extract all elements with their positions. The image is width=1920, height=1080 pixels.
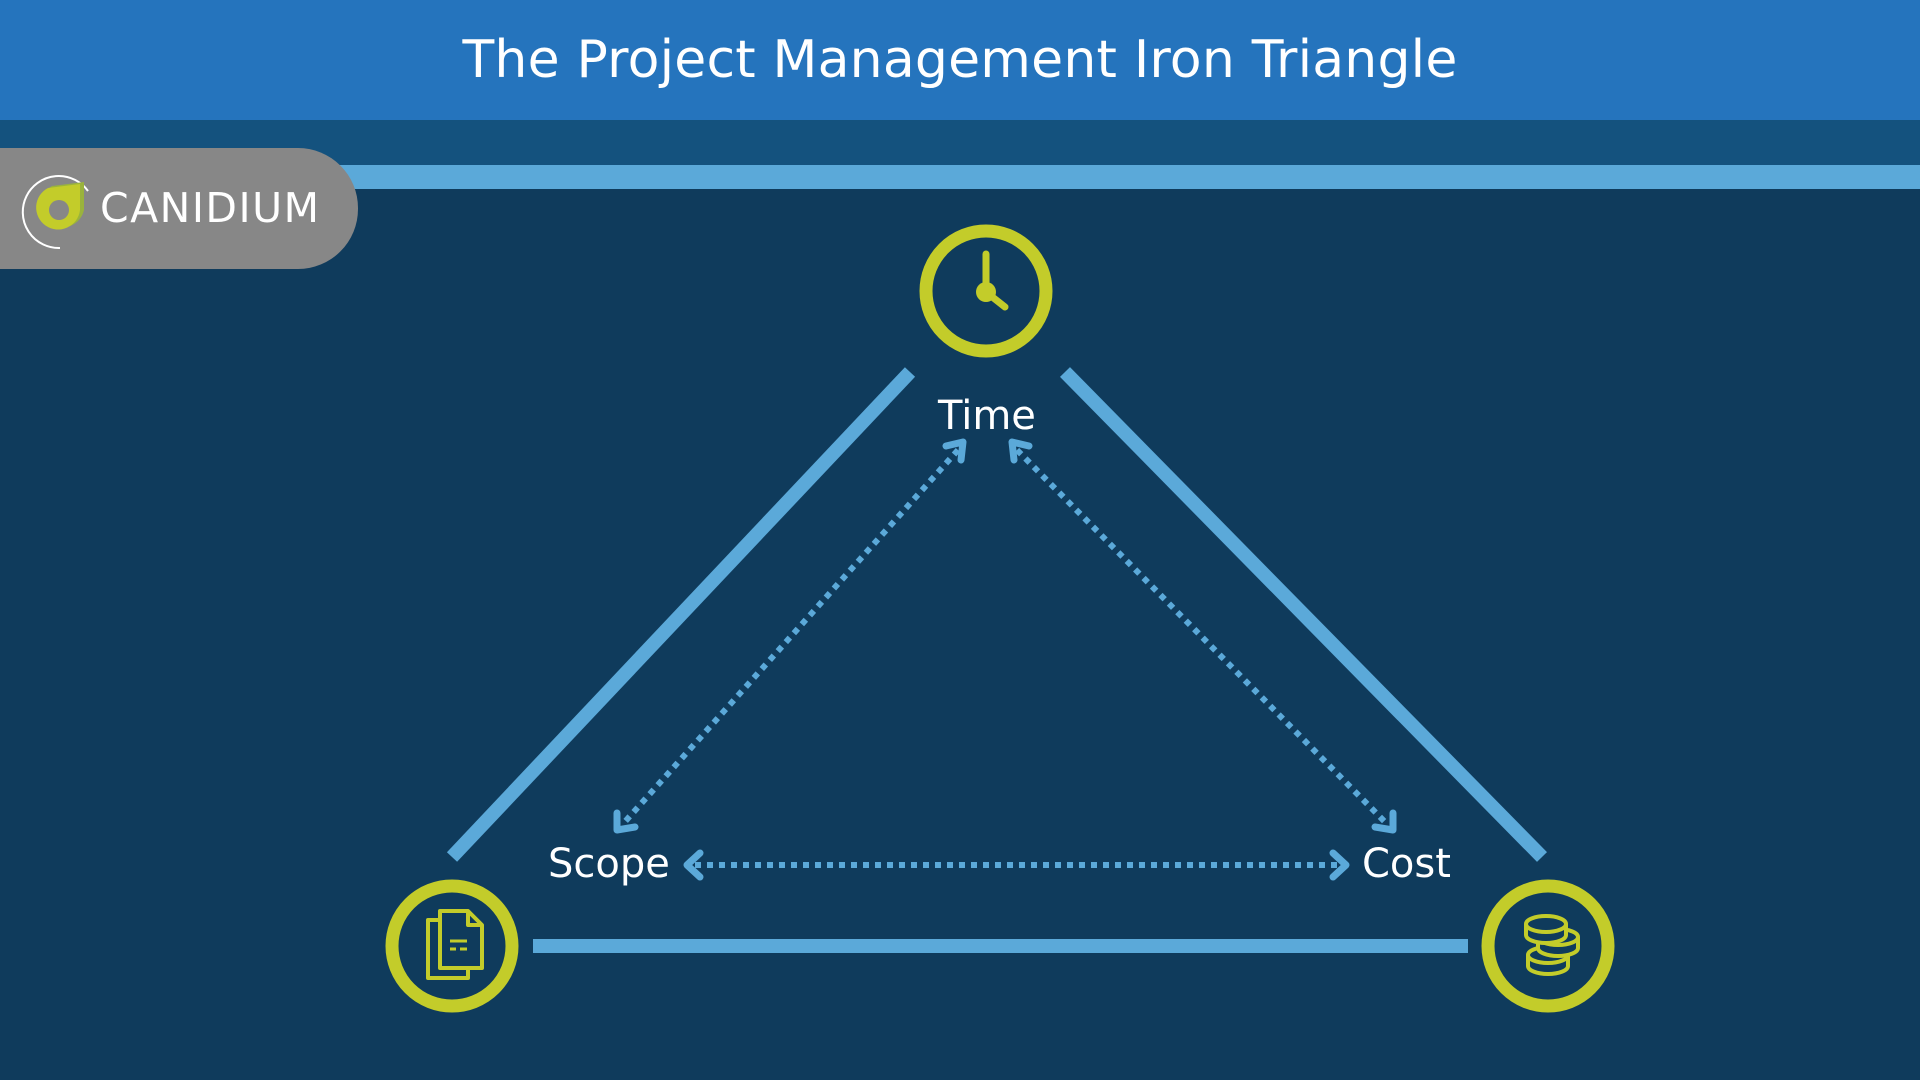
side-time-cost <box>1060 367 1547 862</box>
arrowhead-cost-top <box>1371 809 1397 834</box>
node-label-cost: Cost <box>1362 841 1451 887</box>
arrowhead-scope-left <box>683 849 704 881</box>
arrowhead-scope-top <box>613 809 639 834</box>
arrowhead-time-left <box>942 438 967 464</box>
coins-icon <box>1481 879 1615 1013</box>
node-label-scope: Scope <box>548 841 670 887</box>
arrowhead-cost-right <box>1329 849 1350 881</box>
page-title: The Project Management Iron Triangle <box>462 30 1458 90</box>
canidium-leaf-logo-icon <box>21 175 89 250</box>
node-label-time: Time <box>938 393 1036 439</box>
dotted-time-cost <box>1014 447 1391 828</box>
clock-icon <box>919 224 1053 358</box>
documents-icon <box>385 879 519 1013</box>
arrowhead-time-right <box>1008 438 1033 464</box>
relation-arrows <box>613 438 1397 881</box>
logo-text: CANIDIUM <box>100 184 321 232</box>
triangle-sides <box>446 367 1547 953</box>
header-bar: The Project Management Iron Triangle <box>0 0 1920 120</box>
logo-pill <box>0 148 358 269</box>
side-time-scope <box>446 367 916 862</box>
